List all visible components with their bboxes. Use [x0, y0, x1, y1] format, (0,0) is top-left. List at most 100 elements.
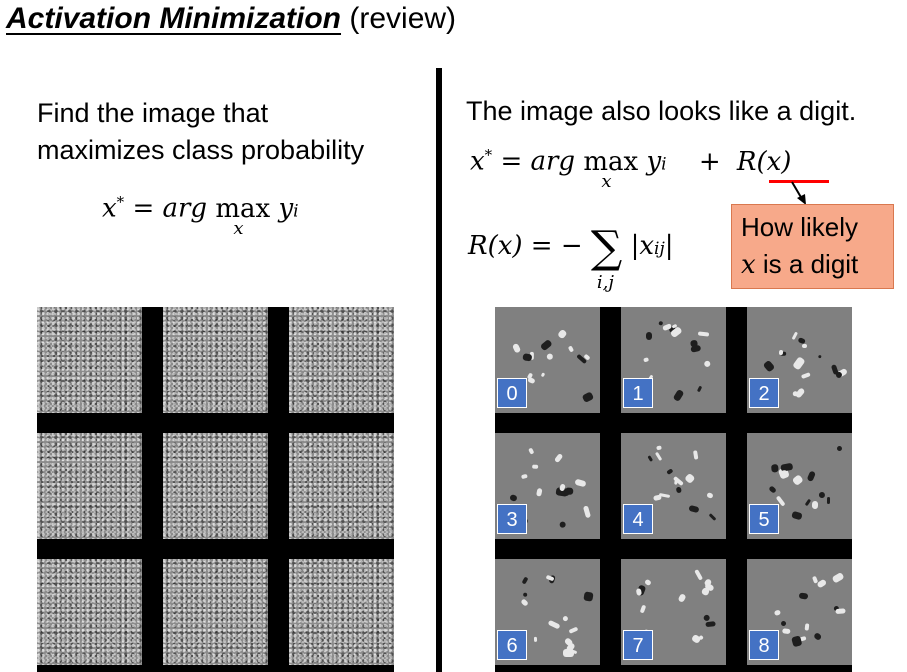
noise-cell — [37, 433, 142, 539]
digit-stroke — [817, 490, 827, 499]
digit-stroke — [831, 363, 839, 375]
digit-stroke — [583, 591, 594, 602]
callout-box: How likely x is a digit — [731, 204, 894, 289]
digit-stroke — [705, 621, 716, 628]
digit-stroke — [532, 464, 539, 470]
left-text-line1: Find the image that — [37, 98, 269, 128]
digit-stroke — [653, 494, 663, 502]
digit-cell: 8 — [747, 559, 852, 665]
digit-stroke — [574, 478, 587, 488]
abs-close: | — [664, 231, 674, 261]
formula-max-text: max — [215, 193, 271, 224]
digit-stroke — [698, 331, 710, 338]
digit-stroke — [706, 491, 715, 499]
digit-label-badge: 0 — [497, 378, 527, 408]
formula-max-sub: x — [233, 217, 244, 239]
digit-stroke — [703, 360, 711, 369]
digit-stroke — [567, 345, 575, 353]
formula-eq-minus: = − — [530, 231, 583, 261]
digit-stroke — [708, 512, 717, 521]
digit-label-badge: 8 — [749, 630, 779, 660]
digit-stroke — [830, 571, 845, 584]
digit-cell: 7 — [621, 559, 726, 665]
digit-stroke — [813, 631, 823, 641]
noise-cell — [37, 307, 142, 413]
digit-label-badge: 1 — [623, 378, 653, 408]
title-main: Activation Minimization — [6, 2, 342, 35]
sum-glyph: ∑ — [590, 222, 623, 273]
digit-stroke — [692, 450, 699, 461]
digit-stroke — [827, 497, 831, 505]
digit-stroke — [639, 604, 647, 613]
digit-stroke — [791, 331, 799, 340]
digit-stroke — [568, 626, 579, 634]
callout-arrow — [791, 181, 806, 205]
digit-stroke — [546, 619, 560, 630]
digit-cell: 3 — [495, 433, 600, 539]
digit-stroke — [540, 372, 546, 378]
formula-var-sub: ij — [654, 239, 665, 259]
digit-stroke — [546, 352, 555, 361]
digit-cell: 0 — [495, 307, 600, 413]
digit-stroke — [774, 609, 782, 617]
digit-stroke — [561, 614, 569, 622]
left-text-line2: maximizes class probability — [37, 135, 365, 165]
digit-stroke — [536, 487, 543, 497]
digit-stroke — [521, 576, 529, 585]
digit-stroke — [762, 359, 776, 373]
callout-text: is a digit — [755, 249, 859, 279]
digit-stroke — [771, 464, 779, 473]
digit-stroke — [666, 468, 674, 475]
digit-stroke — [798, 592, 808, 601]
noise-cell — [163, 307, 268, 413]
digit-stroke — [562, 649, 574, 657]
digit-stroke — [693, 569, 703, 581]
formula-rhs-sub: i — [293, 201, 299, 222]
digit-stroke — [817, 355, 822, 360]
formula-var: x — [639, 231, 655, 261]
formula-rhs: y — [278, 193, 294, 224]
digit-stroke — [642, 357, 650, 363]
noise-cell — [37, 559, 142, 665]
formula-plus: + — [698, 146, 721, 177]
digit-label-badge: 7 — [623, 630, 653, 660]
formula-max-text: max — [583, 146, 639, 177]
digit-stroke — [646, 332, 652, 340]
digit-stroke — [520, 474, 528, 480]
right-description: The image also looks like a digit. — [466, 96, 857, 126]
formula-sup: * — [484, 146, 493, 164]
noise-cell — [163, 433, 268, 539]
digit-stroke — [684, 472, 696, 484]
digit-cell: 2 — [747, 307, 852, 413]
digit-stroke — [673, 388, 685, 402]
digit-stroke — [690, 344, 702, 353]
digit-stroke — [658, 321, 664, 326]
formula-max-sub: x — [601, 170, 612, 192]
digit-cell: 6 — [495, 559, 600, 665]
digit-stroke — [644, 579, 653, 587]
formula-rhs: y — [646, 146, 662, 177]
digit-cell: 1 — [621, 307, 726, 413]
digit-stroke — [511, 342, 521, 354]
formula-rhs-sub: i — [661, 154, 667, 175]
digit-stroke — [677, 593, 687, 604]
digit-stroke — [527, 447, 535, 456]
digit-stroke — [557, 328, 568, 339]
digit-stroke — [816, 578, 827, 588]
digit-stroke — [527, 377, 536, 385]
digit-stroke — [655, 451, 663, 462]
digit-stroke — [791, 473, 804, 486]
noise-cell — [289, 559, 394, 665]
noise-cell — [163, 559, 268, 665]
digit-stroke — [836, 445, 842, 452]
formula-lhs: R(x) — [468, 231, 523, 261]
digit-stroke — [656, 445, 663, 450]
digit-label-badge: 4 — [623, 504, 653, 534]
digit-stroke — [520, 598, 529, 607]
digit-stroke — [582, 505, 591, 519]
digit-stroke — [835, 608, 846, 615]
